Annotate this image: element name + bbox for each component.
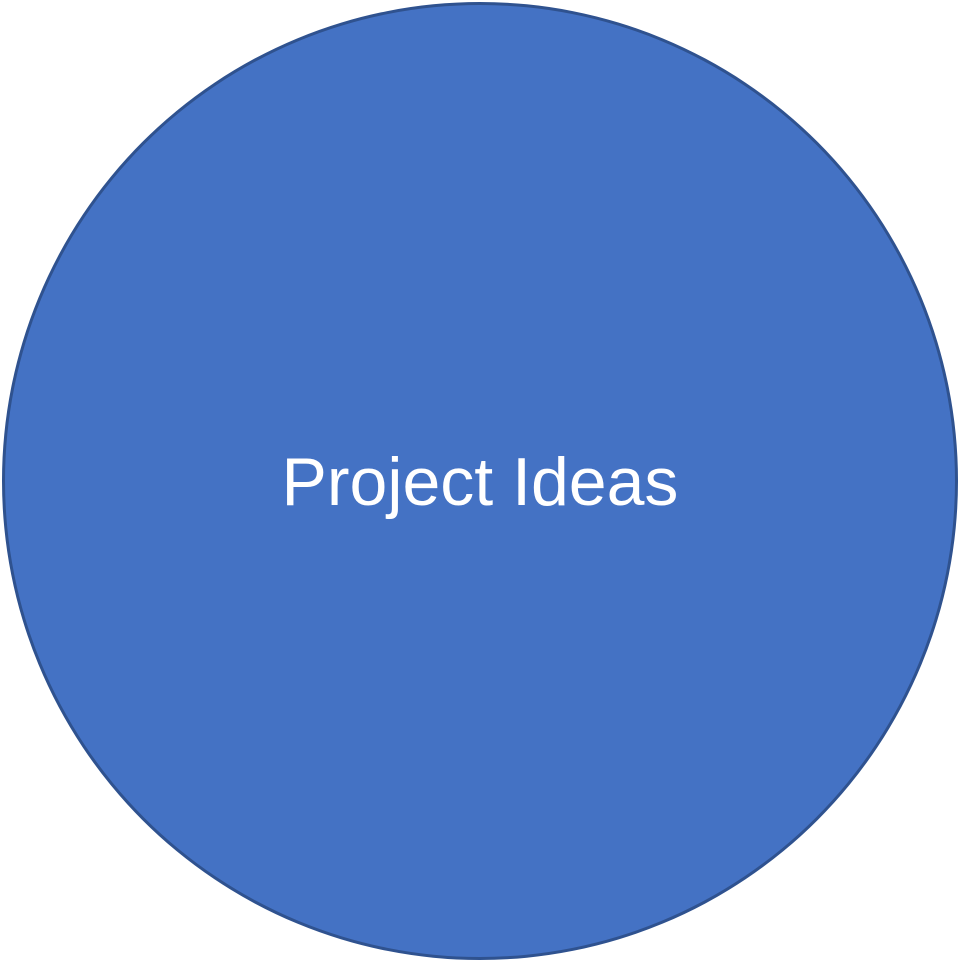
circle-label: Project Ideas — [281, 444, 679, 520]
